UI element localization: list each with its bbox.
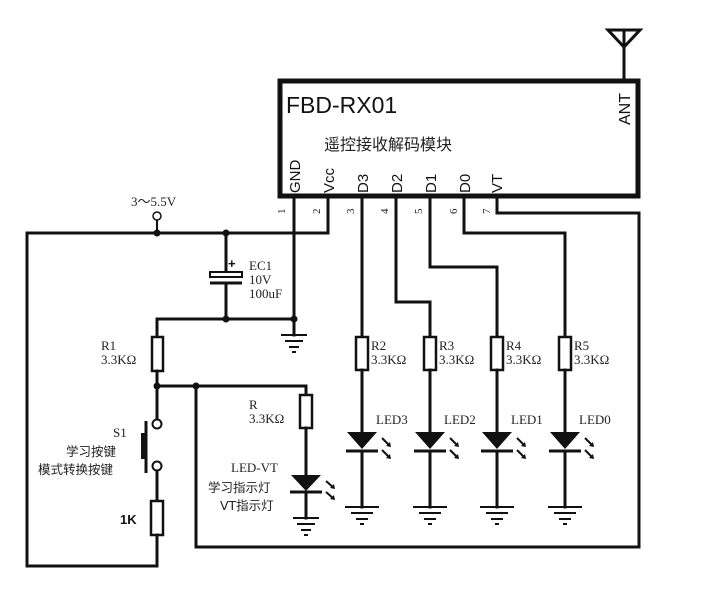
channel-led-name: LED2 bbox=[444, 412, 476, 427]
pushbutton-switch-icon[interactable] bbox=[141, 418, 163, 474]
r1-value: 3.3KΩ bbox=[101, 352, 136, 367]
led-vt-icon bbox=[290, 475, 335, 500]
channel-led-name: LED1 bbox=[511, 412, 543, 427]
resistor-1k-icon bbox=[149, 499, 165, 537]
ground-icon bbox=[293, 517, 319, 536]
pin-number-1: 1 bbox=[276, 209, 288, 215]
led-vt-name: LED-VT bbox=[231, 460, 278, 475]
r1-name: R1 bbox=[101, 338, 116, 353]
d0-wire bbox=[462, 195, 567, 339]
r-1k-wire bbox=[25, 533, 159, 568]
capacitor-polarity: + bbox=[228, 256, 236, 271]
resistor-r-vt-icon bbox=[298, 393, 314, 430]
r-vt-value: 3.3KΩ bbox=[249, 411, 284, 426]
channel-resistor-name: R4 bbox=[506, 338, 522, 353]
vt-node-wire bbox=[155, 384, 308, 397]
channel-resistor-value: 3.3KΩ bbox=[439, 352, 474, 367]
capacitor-capacitance: 100uF bbox=[249, 286, 282, 301]
output-channel-2: R43.3KΩ LED1 bbox=[480, 335, 543, 525]
pin-label-vt: VT bbox=[489, 174, 506, 193]
junction-dot bbox=[153, 229, 161, 237]
module-subtitle: 遥控接收解码模块 bbox=[324, 135, 452, 154]
pin-label-d1: D1 bbox=[423, 174, 440, 193]
capacitor-name: EC1 bbox=[249, 258, 272, 273]
supply-label: 3～5.5V bbox=[131, 194, 177, 209]
pin-label-d2: D2 bbox=[389, 174, 406, 193]
channel-resistor-name: R5 bbox=[574, 338, 589, 353]
switch-desc-mode: 模式转换按键 bbox=[38, 462, 114, 477]
antenna-icon bbox=[604, 28, 644, 82]
resistor-icon bbox=[354, 335, 370, 372]
led-icon bbox=[481, 432, 526, 459]
pin-number-2: 2 bbox=[311, 209, 323, 215]
gnd-bus-wire bbox=[155, 317, 296, 339]
pin-number-5: 5 bbox=[413, 208, 425, 214]
channel-resistor-value: 3.3KΩ bbox=[574, 352, 609, 367]
pin-number-4: 4 bbox=[379, 208, 391, 214]
pin-label-vcc: Vcc bbox=[321, 167, 338, 193]
switch-desc-learn: 学习按键 bbox=[66, 444, 117, 459]
capacitor-voltage: 10V bbox=[249, 272, 272, 287]
capacitor-icon bbox=[209, 271, 243, 285]
ground-icon bbox=[345, 506, 379, 525]
d2-wire bbox=[394, 195, 432, 339]
resistor-r1-icon bbox=[150, 335, 165, 373]
output-channel-3: R53.3KΩ LED0 bbox=[548, 335, 611, 525]
led-icon bbox=[346, 432, 391, 459]
led-vt-desc-learn: 学习指示灯 bbox=[208, 480, 271, 495]
vt-loop-wire bbox=[194, 195, 641, 549]
ground-icon bbox=[548, 506, 582, 525]
pin-number-3: 3 bbox=[345, 208, 357, 214]
output-channel-1: R33.3KΩ LED2 bbox=[413, 335, 476, 525]
channel-resistor-name: R3 bbox=[439, 338, 454, 353]
led-icon bbox=[414, 432, 459, 459]
pin-number-7: 7 bbox=[481, 208, 493, 214]
ground-icon bbox=[480, 506, 514, 525]
vcc-wire bbox=[25, 195, 330, 568]
d1-wire bbox=[428, 195, 499, 339]
module-box bbox=[277, 78, 641, 199]
r-1k-value: 1K bbox=[120, 512, 137, 527]
led-vt-desc-vt: VT指示灯 bbox=[220, 498, 274, 513]
r-vt-name: R bbox=[249, 397, 258, 412]
channel-resistor-name: R2 bbox=[371, 338, 386, 353]
pin-label-d0: D0 bbox=[457, 174, 474, 193]
output-channel-0: R23.3KΩ LED3 bbox=[345, 335, 408, 525]
pin-label-d3: D3 bbox=[355, 174, 372, 193]
led-icon bbox=[549, 432, 594, 459]
ground-icon bbox=[281, 334, 307, 353]
channel-led-name: LED0 bbox=[579, 412, 611, 427]
channel-resistor-value: 3.3KΩ bbox=[506, 352, 541, 367]
ground-icon bbox=[413, 506, 447, 525]
switch-name: S1 bbox=[113, 425, 127, 440]
resistor-icon bbox=[557, 335, 573, 372]
channel-led-name: LED3 bbox=[376, 412, 408, 427]
channel-resistor-value: 3.3KΩ bbox=[371, 352, 406, 367]
pin-number-6: 6 bbox=[448, 208, 460, 214]
resistor-icon bbox=[489, 335, 505, 372]
resistor-icon bbox=[422, 335, 438, 372]
module-title: FBD-RX01 bbox=[286, 92, 397, 118]
antenna-label: ANT bbox=[617, 93, 634, 125]
pin-label-gnd: GND bbox=[287, 160, 304, 194]
